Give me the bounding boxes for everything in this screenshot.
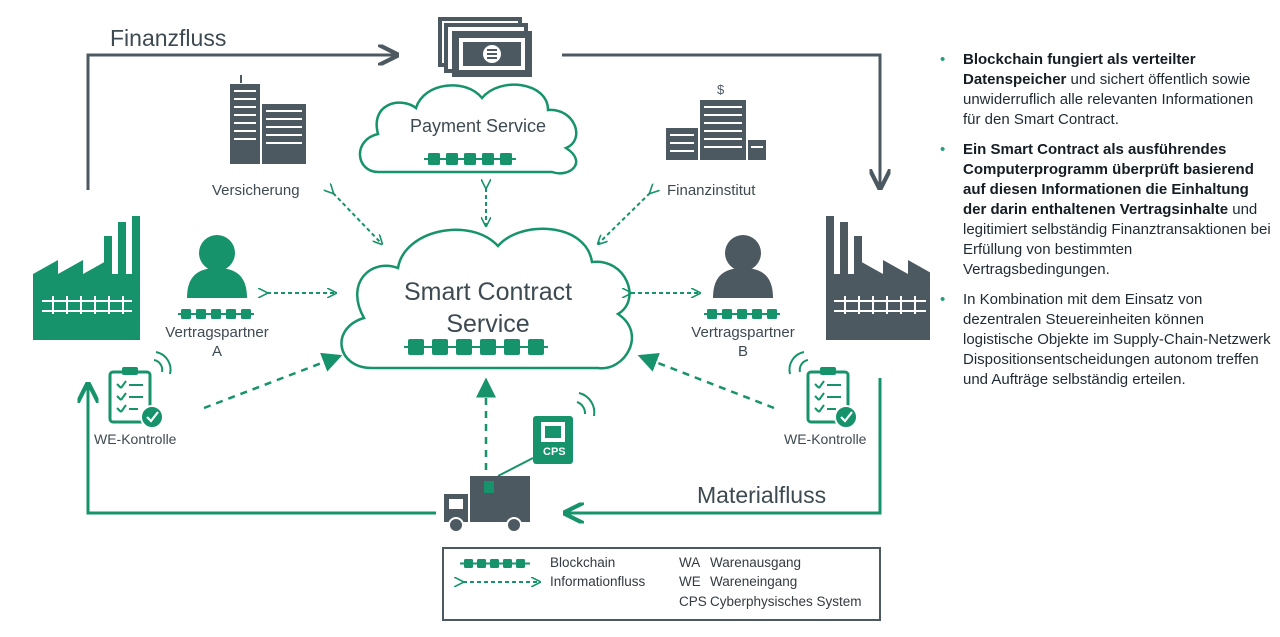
blockchain-icon <box>424 153 516 165</box>
partner-b-label: Vertragspartner B <box>676 323 810 361</box>
factory-right-icon <box>826 216 933 340</box>
legend-we-label: Wareneingang <box>710 574 798 589</box>
smart-contract-cloud <box>340 227 634 370</box>
insurance-label: Versicherung <box>212 182 300 199</box>
blockchain-icon <box>704 309 780 319</box>
legend-cps-label: Cyberphysisches System <box>710 594 862 609</box>
supply-chain-diagram: Finanzfluss Materialfluss Payment Servic… <box>33 17 933 621</box>
explanation-bold: Ein Smart Contract als ausführendes Comp… <box>963 141 1254 218</box>
legend-abbr-cps: CPS <box>679 594 707 609</box>
money-bills-icon <box>438 17 532 77</box>
payment-service-cloud <box>358 83 578 175</box>
insurance-building-icon <box>230 75 306 164</box>
partner-a-line1: Vertragspartner <box>165 324 269 341</box>
explanation-item: Blockchain fungiert als verteilter Daten… <box>938 50 1274 130</box>
explanation-item: In Kombination mit dem Einsatz von dezen… <box>938 290 1274 390</box>
legend-information-flow-label: Informationfluss <box>550 574 646 589</box>
partner-a-line2: A <box>211 343 222 360</box>
person-a-icon <box>187 235 247 298</box>
bank-label: Finanzinstitut <box>667 182 756 199</box>
finance-flow-arrow <box>86 55 880 190</box>
smart-contract-line1: Smart Contract <box>403 278 573 306</box>
material-flow-label: Materialfluss <box>697 482 827 508</box>
clipboard-check-icon <box>788 351 858 429</box>
partner-b-line1: Vertragspartner <box>691 324 795 341</box>
legend-blockchain-label: Blockchain <box>550 555 616 570</box>
explanation-text: In Kombination mit dem Einsatz von dezen… <box>963 291 1271 388</box>
cps-data-arrows <box>203 352 775 470</box>
factory-left-icon <box>33 216 140 340</box>
explanation-list: Blockchain fungiert als verteilter Daten… <box>938 50 1274 400</box>
explanation-text: und sichert öffentlich sowie unwiderrufl… <box>963 71 1254 128</box>
smart-contract-line2: Service <box>446 310 530 338</box>
we-check-right-label: WE-Kontrolle <box>784 431 867 447</box>
bank-building-icon <box>666 100 766 160</box>
material-flow-arrow <box>88 378 882 513</box>
person-b-icon <box>713 235 773 298</box>
legend-abbr-wa: WA <box>679 555 701 570</box>
truck-icon <box>444 476 530 533</box>
payment-service-label: Payment Service <box>410 116 547 136</box>
blockchain-icon <box>404 339 548 355</box>
explanation-item: Ein Smart Contract als ausführendes Comp… <box>938 140 1274 280</box>
info-flow-arrows <box>267 188 700 293</box>
bank-dollar-symbol: $ <box>717 82 725 97</box>
legend-abbr-we: WE <box>679 574 701 589</box>
blockchain-icon <box>460 559 530 568</box>
cps-chip-icon <box>497 392 596 477</box>
clipboard-check-icon <box>108 351 172 429</box>
partner-b-line2: B <box>737 343 748 360</box>
explanation-bold: Blockchain fungiert als verteilter Daten… <box>963 51 1196 88</box>
legend-box <box>442 547 881 621</box>
legend-wa-label: Warenausgang <box>710 555 802 570</box>
explanation-text: und legitimiert selbständig Finanztransa… <box>963 201 1271 278</box>
smart-contract-label: Smart Contract Service <box>386 276 590 340</box>
finance-flow-label: Finanzfluss <box>110 25 227 51</box>
cps-chip-label: CPS <box>543 446 566 458</box>
partner-a-label: Vertragspartner A <box>150 323 284 361</box>
blockchain-icon <box>178 309 254 319</box>
we-check-left-label: WE-Kontrolle <box>94 431 177 447</box>
